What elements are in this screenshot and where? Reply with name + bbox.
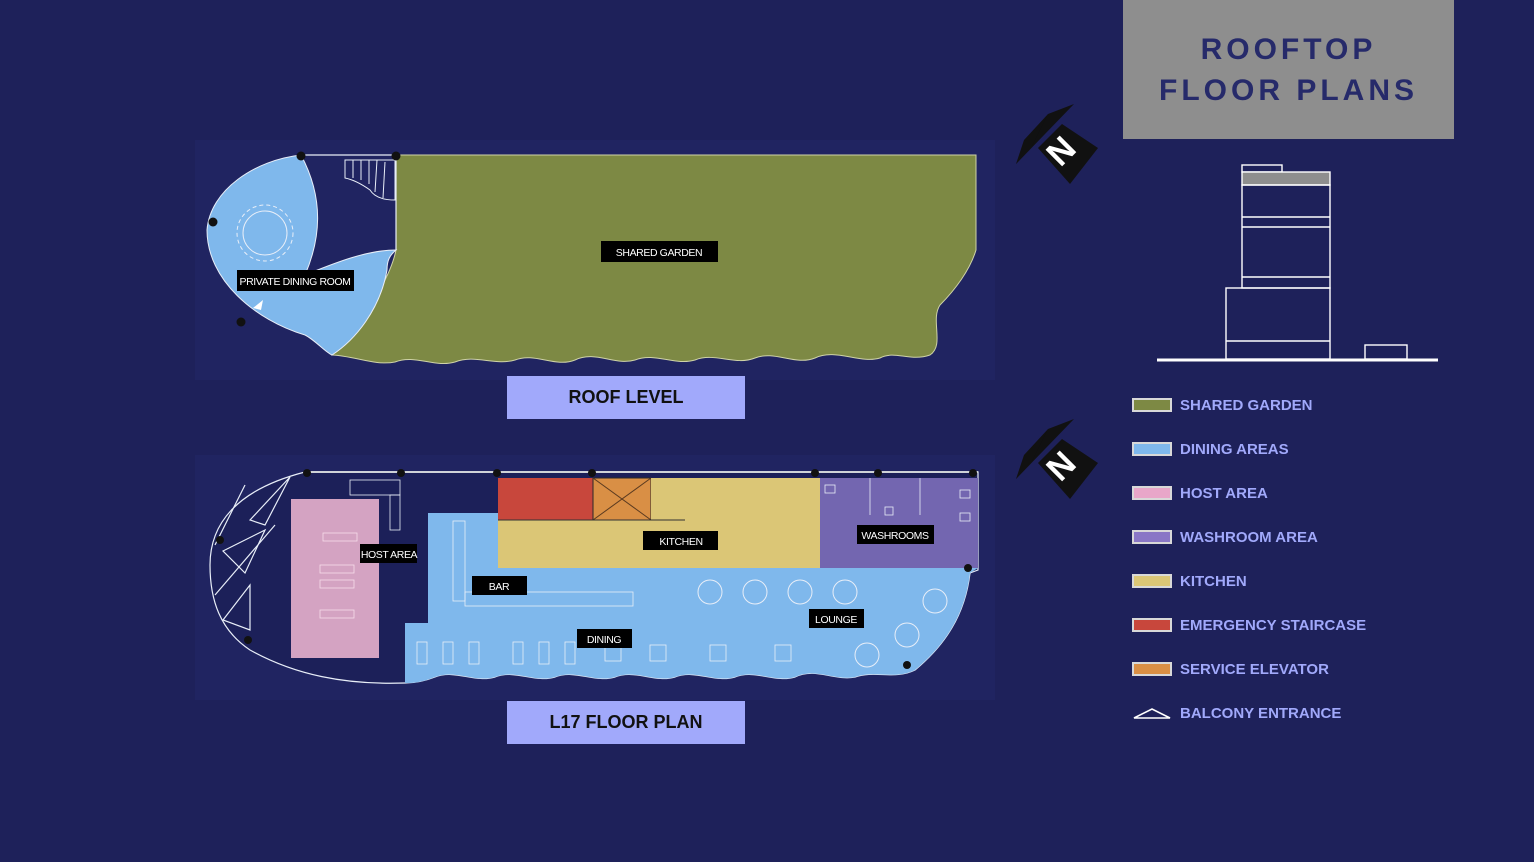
bar-label: BAR <box>489 581 510 593</box>
shared-garden-label: SHARED GARDEN <box>616 247 702 259</box>
legend-item-shared-garden: SHARED GARDEN <box>1132 393 1366 417</box>
title-box: ROOFTOP FLOOR PLANS <box>1123 0 1454 139</box>
host-area-label: HOST AREA <box>361 549 418 561</box>
legend-swatch <box>1132 530 1172 544</box>
dining-area <box>405 513 978 683</box>
legend-item-washroom-area: WASHROOM AREA <box>1132 525 1366 549</box>
roof-level-plan: SHARED GARDEN PRIVATE DINING ROOM <box>195 140 995 380</box>
dining-label: DINING <box>587 634 622 646</box>
washrooms-label: WASHROOMS <box>861 530 929 542</box>
stair-icon <box>344 159 396 201</box>
legend-item-emergency-staircase: EMERGENCY STAIRCASE <box>1132 613 1366 637</box>
legend-swatch <box>1132 618 1172 632</box>
host-area <box>291 499 379 658</box>
round-table-icon <box>236 204 294 262</box>
north-arrow-icon: N <box>1016 104 1098 184</box>
private-dining-label: PRIVATE DINING ROOM <box>239 276 350 288</box>
kitchen-area <box>498 478 820 568</box>
legend-label: DINING AREAS <box>1180 440 1289 458</box>
bar-counter-icon <box>452 520 634 607</box>
lounge-seating-icon <box>697 579 948 668</box>
washroom-area <box>820 478 978 568</box>
emergency-staircase <box>498 478 593 520</box>
dining-tables-icon <box>416 641 792 665</box>
legend-swatch <box>1132 662 1172 676</box>
legend-label: BALCONY ENTRANCE <box>1180 704 1342 722</box>
north-arrow-icon: N <box>1016 419 1098 499</box>
legend: SHARED GARDEN DINING AREAS HOST AREA WAS… <box>1132 393 1366 725</box>
legend-label: WASHROOM AREA <box>1180 528 1318 546</box>
legend-label: SERVICE ELEVATOR <box>1180 660 1329 678</box>
lounge-label: LOUNGE <box>815 614 857 626</box>
legend-item-dining-areas: DINING AREAS <box>1132 437 1366 461</box>
legend-swatch <box>1132 486 1172 500</box>
balcony-entrance-icon <box>214 476 291 631</box>
legend-swatch <box>1132 398 1172 412</box>
legend-item-balcony-entrance: BALCONY ENTRANCE <box>1132 701 1366 725</box>
kitchen-label: KITCHEN <box>659 536 702 548</box>
legend-item-kitchen: KITCHEN <box>1132 569 1366 593</box>
legend-swatch <box>1132 442 1172 456</box>
title-line-2: FLOOR PLANS <box>1159 73 1418 107</box>
balcony-entrance-icon <box>253 300 263 310</box>
legend-item-service-elevator: SERVICE ELEVATOR <box>1132 657 1366 681</box>
building-elevation-icon <box>1157 164 1438 362</box>
balcony-entrance-icon <box>1133 708 1171 719</box>
roof-level-label: ROOF LEVEL <box>507 376 745 419</box>
legend-label: HOST AREA <box>1180 484 1268 502</box>
legend-swatch <box>1132 574 1172 588</box>
l17-floor-plan-label: L17 FLOOR PLAN <box>507 701 745 744</box>
legend-label: SHARED GARDEN <box>1180 396 1313 414</box>
l17-floor-plan: HOST AREA KITCHEN WASHROOMS BAR DINING L… <box>195 455 995 700</box>
legend-item-host-area: HOST AREA <box>1132 481 1366 505</box>
legend-label: KITCHEN <box>1180 572 1247 590</box>
legend-label: EMERGENCY STAIRCASE <box>1180 616 1367 634</box>
title-line-1: ROOFTOP <box>1200 32 1377 66</box>
